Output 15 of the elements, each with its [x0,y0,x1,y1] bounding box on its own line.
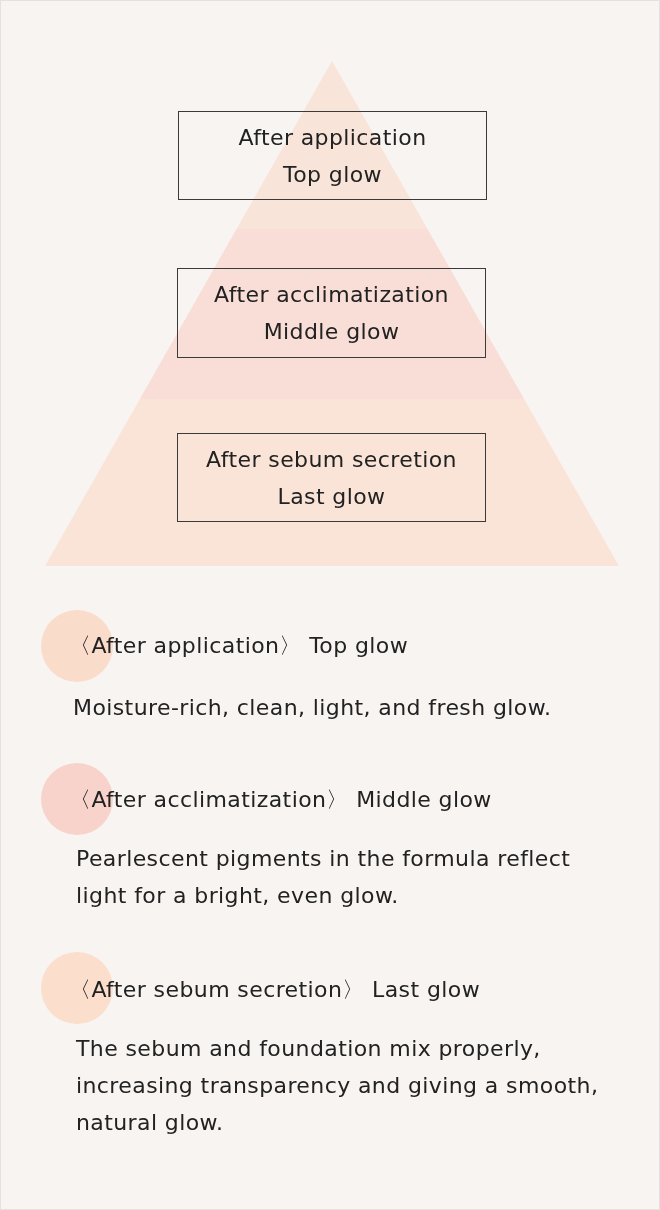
stage-title: After acclimatization [214,281,449,309]
stage-heading: 〈After sebum secretion〉 Last glow [69,976,481,1004]
glow-name: Middle glow [263,318,400,346]
stage-description: Moisture-rich, clean, light, and fresh glow. [73,694,553,722]
stage-box [177,433,486,522]
stage-box [177,268,486,358]
stage-title: After sebum secretion [206,445,457,474]
glow-name: Last glow [277,482,386,511]
glow-name: Top glow [283,160,382,189]
stage-description: The sebum and foundation mix properly, increasing transparency and giving a smooth, natural glow. [76,1035,600,1137]
stage-box [178,111,487,200]
stage-heading: 〈After application〉 Top glow [69,632,409,660]
stage-description: Pearlescent pigments in the formula reflect light for a bright, even glow. [76,845,572,910]
stage-heading: 〈After acclimatization〉 Middle glow [69,786,492,814]
stage-title: After application [238,123,427,152]
